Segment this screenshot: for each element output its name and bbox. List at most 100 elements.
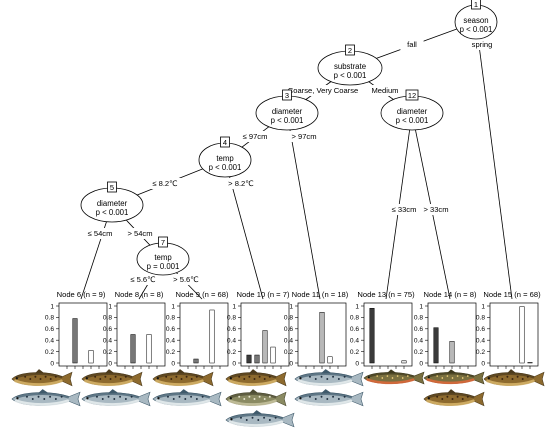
fish-spot	[268, 395, 271, 398]
fish-spot	[124, 375, 127, 378]
edge-label-bg	[466, 39, 498, 50]
split-variable: season	[463, 16, 488, 25]
fish-spot	[44, 375, 47, 378]
bar-class-4	[519, 306, 525, 364]
fish-spot	[94, 375, 97, 378]
edge-label-bg	[127, 274, 159, 285]
fish-brown-trout-icon	[225, 369, 287, 387]
y-tick-label: 0.6	[476, 326, 485, 333]
node-id: 1	[474, 0, 478, 9]
node-id-box	[345, 44, 355, 56]
fish-spot	[326, 378, 329, 380]
terminal-panel	[179, 302, 229, 367]
dorsal-fin	[320, 389, 332, 394]
terminal-node-label: Node 6 (n = 9)	[57, 290, 106, 299]
fish-eye	[230, 418, 233, 421]
fish-back	[299, 392, 353, 399]
fish-spot	[441, 398, 444, 400]
node-id-box	[405, 89, 419, 101]
fish-spot	[253, 398, 256, 400]
fish-spot	[309, 375, 311, 378]
edge-label-bg	[124, 228, 156, 239]
fish-spot	[201, 395, 204, 398]
split-p-value: p < 0.001	[396, 116, 429, 125]
bar-class-2	[193, 358, 199, 364]
fish-spot	[26, 395, 28, 398]
y-tick-label: 0	[481, 360, 485, 367]
terminal-node-10: Node 10 (n = 7)00.20.40.60.81	[227, 290, 290, 369]
node-id-box	[107, 181, 117, 193]
fish-brown-trout-icon	[11, 369, 73, 387]
dorsal-fin	[506, 369, 517, 374]
split-p-value: p < 0.001	[96, 208, 129, 217]
node-id: 5	[110, 183, 114, 192]
fish-brook-trout-icon	[423, 369, 485, 385]
fish-spot	[243, 398, 246, 400]
edge-label-bg	[420, 204, 452, 215]
fish-eye	[85, 377, 88, 380]
fish-spot	[245, 419, 248, 421]
fish-eye	[156, 377, 159, 380]
fish-spot	[506, 375, 509, 378]
y-tick-label: 0.8	[166, 315, 175, 322]
fish-spot	[39, 378, 42, 380]
y-tick-label: 0.8	[414, 315, 423, 322]
fish-spot	[172, 398, 175, 400]
bar-class-2	[130, 334, 136, 364]
y-tick-label: 0.8	[284, 315, 293, 322]
node-id: 7	[161, 238, 165, 247]
terminal-node-14: Node 14 (n = 8)00.20.40.60.81	[414, 290, 477, 369]
terminal-node-11: Node 11 (n = 18)00.20.40.60.81	[284, 290, 349, 369]
fish-spot	[185, 375, 188, 378]
fish-spot	[107, 395, 110, 398]
fish-spot	[37, 395, 40, 398]
fish-spot	[274, 416, 277, 419]
fish-spot	[501, 378, 504, 380]
terminal-panel	[116, 302, 166, 367]
fish-belly	[297, 399, 353, 407]
fish-spot	[516, 375, 519, 378]
edge-label-12-13: ≤ 33cm	[392, 205, 417, 214]
y-tick-label: 0.4	[476, 338, 485, 345]
y-tick-label: 0.8	[45, 315, 54, 322]
node-id-box	[282, 89, 292, 101]
edge-label-3-11: > 97cm	[291, 132, 316, 141]
fish-spot	[180, 378, 183, 380]
fish-spot	[441, 377, 444, 379]
edge-label-1-2: fall	[407, 40, 417, 49]
dorsal-fin	[104, 369, 115, 374]
fish-belly	[486, 379, 535, 387]
fish-spot	[248, 375, 251, 378]
fish-spot	[99, 378, 102, 380]
y-tick-label: 1	[355, 303, 359, 310]
fish-atlantic-salmon-icon	[81, 389, 151, 407]
terminal-node-6: Node 6 (n = 9)00.20.40.60.81	[45, 290, 108, 369]
fish-brown-trout-icon	[423, 389, 485, 407]
fish-spot	[337, 398, 340, 400]
fish-spot	[29, 378, 32, 380]
fish-back	[299, 372, 353, 379]
node-id: 2	[348, 46, 352, 55]
bar-class-4	[327, 356, 333, 364]
dorsal-fin	[178, 389, 190, 394]
fish-spot	[451, 377, 454, 379]
fish-belly	[426, 378, 475, 385]
fish-spot	[406, 375, 409, 377]
bar-class-1	[433, 327, 439, 364]
fish-spot	[104, 375, 107, 378]
fish-back	[229, 372, 277, 379]
fish-atlantic-salmon-icon	[11, 389, 81, 407]
y-tick-label: 0.2	[476, 349, 485, 356]
split-p-value: p = 0.001	[147, 262, 180, 271]
bar-class-3	[319, 312, 325, 364]
terminal-node-label: Node 11 (n = 18)	[292, 290, 349, 299]
fish-back	[85, 372, 133, 379]
bar-class-3	[449, 341, 455, 364]
fish-spot	[60, 395, 63, 398]
fish-spot	[451, 398, 454, 400]
